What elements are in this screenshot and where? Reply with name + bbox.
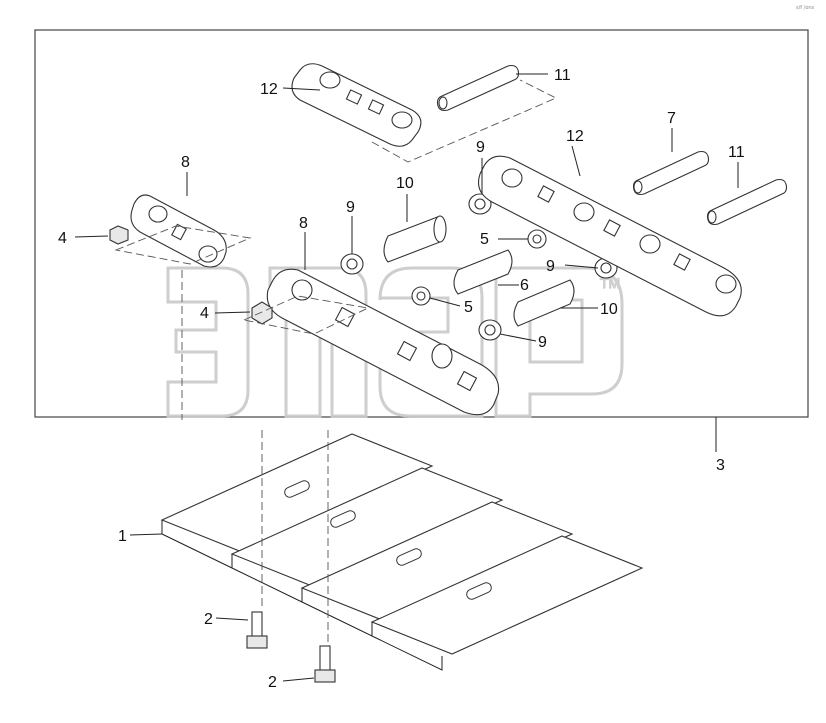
corner-code: s/f /ons <box>796 5 815 11</box>
callout-2-right: 2 <box>268 674 277 691</box>
callout-5-upper: 5 <box>480 231 489 248</box>
thrust-ring-1 <box>527 229 547 249</box>
track-link-upper <box>291 63 422 147</box>
callout-2-left: 2 <box>204 611 213 628</box>
nut-left <box>109 225 129 245</box>
alignment-guide-middle <box>242 295 370 335</box>
bolt-right <box>314 645 336 683</box>
callout-11-right: 11 <box>728 144 745 161</box>
callout-9-top: 9 <box>476 139 485 156</box>
callout-8-middle: 8 <box>299 215 308 232</box>
callout-12-upper: 12 <box>260 81 278 98</box>
track-link-right <box>477 155 742 317</box>
callout-labels: 12 11 8 9 12 7 11 10 9 4 8 5 9 6 5 10 4 … <box>58 67 745 691</box>
thrust-ring-2 <box>411 286 431 306</box>
bushing-upper <box>383 215 447 263</box>
callout-7: 7 <box>667 110 676 127</box>
seal-ring-2 <box>340 253 364 275</box>
watermark-tm: TM <box>600 275 620 291</box>
callout-9-right: 9 <box>546 258 555 275</box>
leader-lines <box>74 73 739 682</box>
bolt-axis-lines <box>181 270 329 644</box>
callout-6: 6 <box>520 277 529 294</box>
track-pin-right <box>706 178 788 226</box>
callout-4-middle: 4 <box>200 305 209 322</box>
alignment-guide-upper <box>371 79 558 163</box>
callout-10-lower: 10 <box>600 301 618 318</box>
seal-ring-3 <box>478 319 502 341</box>
nut-middle <box>251 301 273 325</box>
alignment-guide-left <box>114 225 252 265</box>
callout-8-left: 8 <box>181 154 190 171</box>
track-pin-7 <box>632 150 710 196</box>
callout-4-left: 4 <box>58 230 67 247</box>
callout-11-upper: 11 <box>554 67 571 84</box>
callout-1: 1 <box>118 528 127 545</box>
track-pin-upper <box>436 64 520 112</box>
callout-10-upper: 10 <box>396 175 414 192</box>
callout-3: 3 <box>716 457 725 474</box>
callout-5-lower: 5 <box>464 299 473 316</box>
callout-9-left: 9 <box>346 199 355 216</box>
callout-9-lower: 9 <box>538 334 547 351</box>
track-shoes <box>160 433 644 671</box>
seal-ring-1 <box>468 193 492 215</box>
track-link-left <box>130 194 227 268</box>
bushing-lower <box>513 279 575 327</box>
bushing-middle <box>453 249 513 295</box>
bolt-left <box>246 611 268 649</box>
callout-12-right: 12 <box>566 128 584 145</box>
